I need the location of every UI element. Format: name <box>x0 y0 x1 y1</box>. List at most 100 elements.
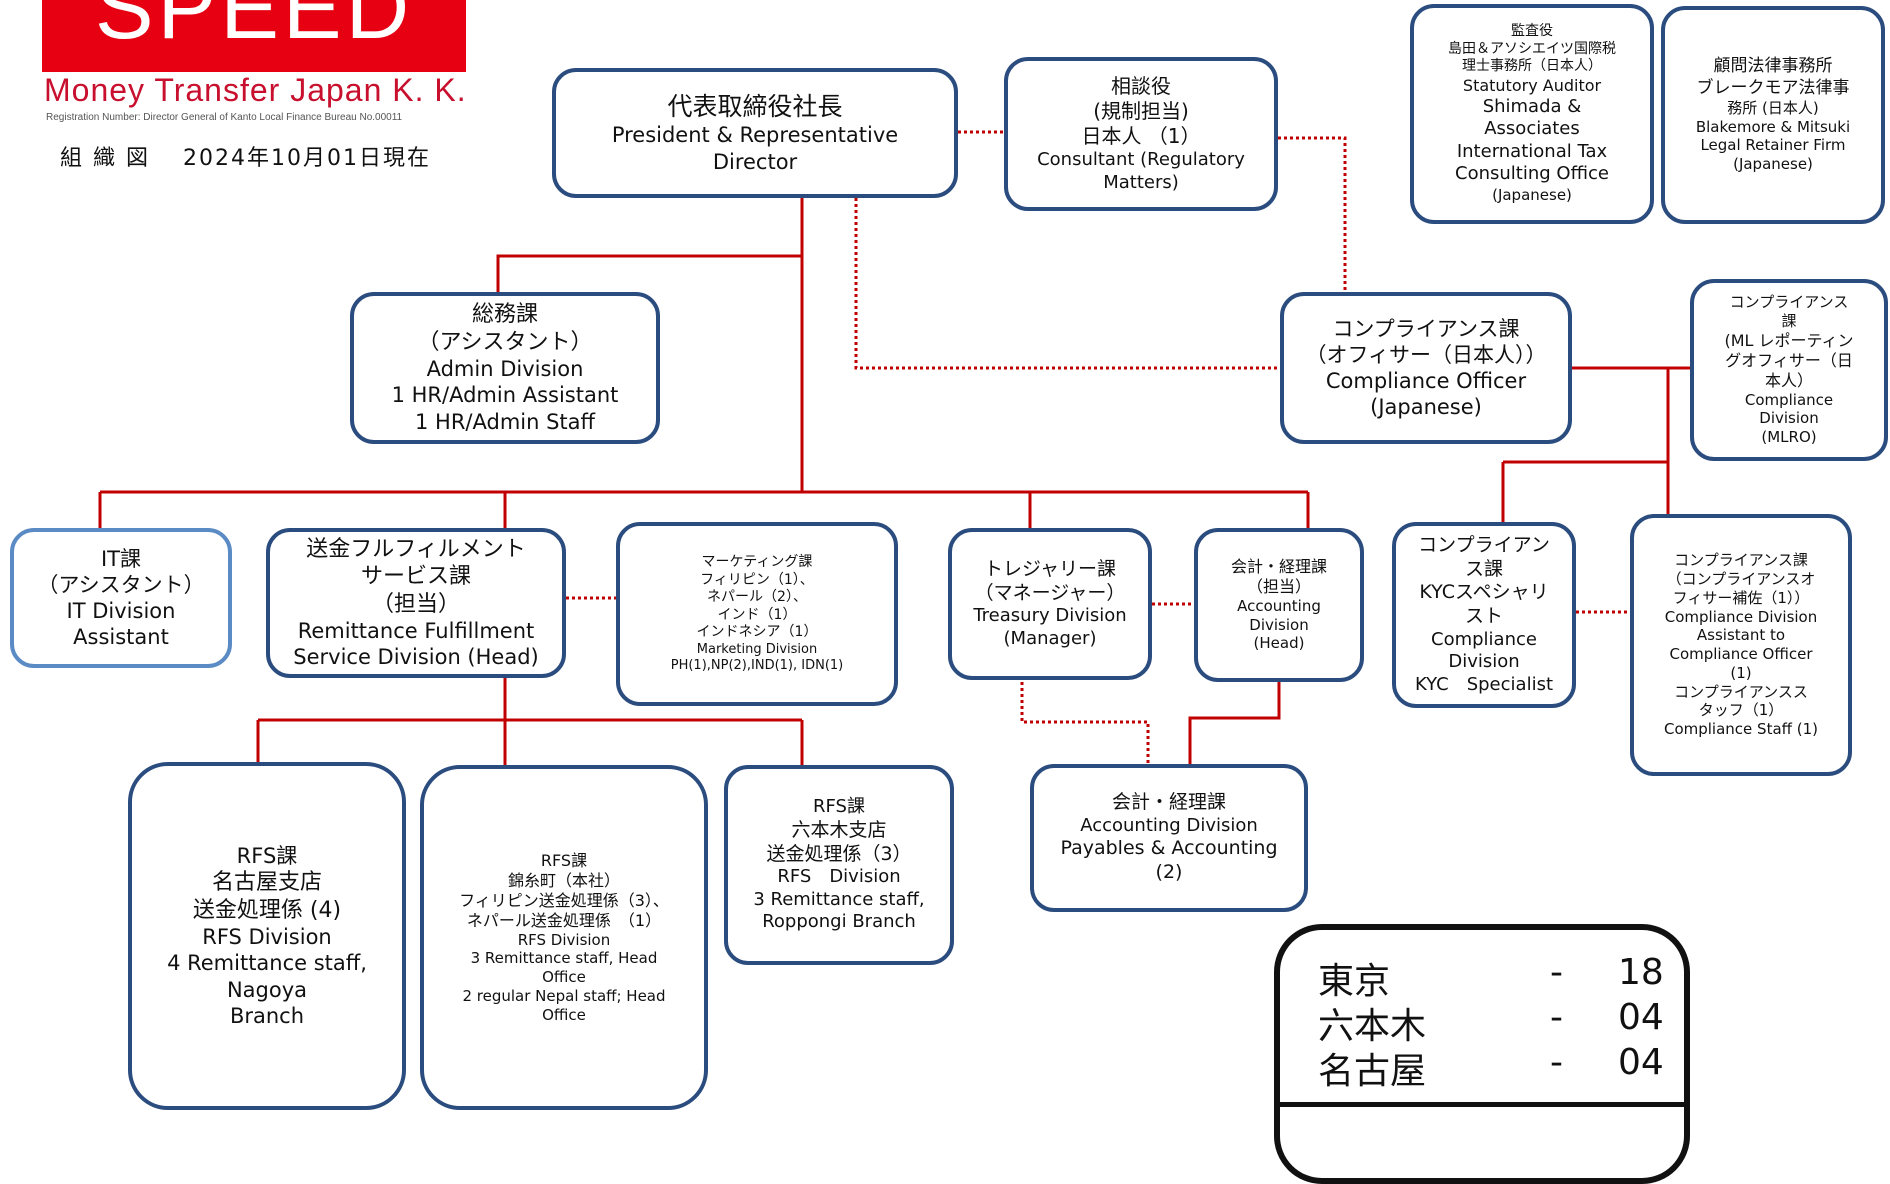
president-title-en-2: Director <box>712 149 798 174</box>
legend-divider <box>1280 1102 1684 1107</box>
president-title-en-1: President & Representative <box>611 123 899 148</box>
rfs-head-office-line-4: ネパール送金処理係 （1） <box>466 910 662 930</box>
rfs-line-3: （担当） <box>371 591 460 617</box>
accounting-head-line-5: (Head) <box>1253 634 1305 653</box>
accounting-payables-box: 会計・経理課 Accounting Division Payables & Ac… <box>1030 764 1308 912</box>
rfs-roppongi-line-2: 六本木支店 <box>791 818 887 841</box>
accounting-head-line-3: Accounting <box>1237 596 1321 615</box>
admin-box: 総務課 （アシスタント） Admin Division 1 HR/Admin A… <box>350 292 660 444</box>
mlro-box: コンプライアンス 課 (ML レポーティン グオフィサー（日 本人） Compl… <box>1690 279 1888 461</box>
dotted-connectors <box>566 130 1630 764</box>
legend-city: 東京 <box>1318 961 1391 1002</box>
legend-dash: - <box>1550 952 1563 993</box>
compliance-officer-line-2: （オフィサー（日本人）） <box>1305 342 1547 367</box>
speed-logo: SPEED <box>42 0 466 72</box>
mlro-line-1: コンプライアンス <box>1729 293 1849 312</box>
marketing-line-2: フィリピン（1）、 <box>700 571 814 588</box>
legal-box: 顧問法律事務所 ブレークモア法律事 務所 (日本人) Blakemore & M… <box>1661 6 1885 224</box>
rfs-nagoya-line-5: 4 Remittance staff, <box>167 951 367 976</box>
treasury-box: トレジャリー課 （マネージャー） Treasury Division (Mana… <box>948 528 1152 680</box>
auditor-box: 監査役 島田＆アソシエイツ国際税 理士事務所（日本人） Statutory Au… <box>1410 4 1654 224</box>
rfs-head-office-line-1: RFS課 <box>540 850 588 870</box>
rfs-head-office-line-6: 3 Remittance staff, Head <box>470 949 658 968</box>
marketing-line-3: ネパール（2）、 <box>707 589 807 605</box>
accounting-head-box: 会計・経理課 （担当） Accounting Division (Head) <box>1194 528 1364 682</box>
kyc-line-3: KYCスペシャリ <box>1419 581 1549 604</box>
auditor-line-8: Consulting Office <box>1455 163 1609 185</box>
compliance-assistant-line-2: （コンプライアンスオ <box>1666 570 1816 588</box>
rfs-nagoya-line-4: RFS Division <box>202 925 332 950</box>
consultant-line-3: 日本人 （1） <box>1081 124 1201 148</box>
auditor-line-6: Associates <box>1484 118 1580 140</box>
legend-count: 04 <box>1618 997 1664 1038</box>
legend-count: 18 <box>1618 952 1664 993</box>
auditor-line-1: 監査役 <box>1511 23 1553 40</box>
accounting-payables-line-2: Accounting Division <box>1080 814 1258 836</box>
admin-line-3: Admin Division <box>426 357 584 382</box>
legal-line-1: 顧問法律事務所 <box>1713 56 1833 77</box>
accounting-to-payables <box>1188 682 1281 764</box>
rfs-roppongi-line-1: RFS課 <box>813 796 865 818</box>
rfs-nagoya-line-2: 名古屋支店 <box>211 870 322 896</box>
rfs-nagoya-line-7: Branch <box>229 1003 305 1028</box>
compliance-assistant-line-7: (1) <box>1730 663 1752 682</box>
it-line-3: IT Division <box>66 599 176 623</box>
it-line-2: （アシスタント） <box>37 572 205 597</box>
company-name: Money Transfer Japan K. K. <box>44 72 467 108</box>
rfs-nagoya-line-1: RFS課 <box>236 843 298 868</box>
legend-dash: - <box>1550 997 1563 1038</box>
rfs-nagoya-box: RFS課 名古屋支店 送金処理係 (4) RFS Division 4 Remi… <box>128 762 406 1110</box>
consultant-line-4: Consultant (Regulatory <box>1037 149 1245 170</box>
mlro-line-8: (MLRO) <box>1761 428 1817 447</box>
legal-line-2: ブレークモア法律事 <box>1696 77 1850 98</box>
accounting-head-line-1: 会計・経理課 <box>1230 556 1327 576</box>
treasury-line-1: トレジャリー課 <box>983 557 1117 580</box>
auditor-line-2: 島田＆アソシエイツ国際税 <box>1448 40 1616 57</box>
rfs-box: 送金フルフィルメント サービス課 （担当） Remittance Fulfill… <box>266 528 566 678</box>
legal-line-5: Legal Retainer Firm <box>1700 136 1846 155</box>
mlro-line-7: Division <box>1759 409 1819 428</box>
rfs-head-office-line-7: Office <box>542 968 586 987</box>
marketing-line-4: インド（1） <box>717 606 797 623</box>
compliance-assistant-line-11: Compliance Staff (1) <box>1663 720 1818 738</box>
rfs-roppongi-line-6: Roppongi Branch <box>762 911 916 933</box>
accounting-payables-line-4: (2) <box>1155 861 1183 884</box>
president-box: 代表取締役社長 President & Representative Direc… <box>552 68 958 198</box>
kyc-line-4: スト <box>1464 605 1503 627</box>
rfs-line-4: Remittance Fulfillment <box>297 619 535 643</box>
compliance-assistant-box: コンプライアンス課 （コンプライアンスオ フィサー補佐（1）） Complian… <box>1630 514 1852 776</box>
auditor-line-3: 理士事務所（日本人） <box>1462 58 1602 75</box>
auditor-line-4: Statutory Auditor <box>1462 75 1602 95</box>
admin-line-2: （アシスタント） <box>417 329 593 355</box>
registration-number: Registration Number: Director General of… <box>46 112 403 123</box>
kyc-line-2: ス課 <box>1464 557 1503 580</box>
treasury-line-2: （マネージャー） <box>974 581 1126 604</box>
rfs-roppongi-line-4: RFS Division <box>777 866 901 888</box>
compliance-assistant-line-3: フィサー補佐（1）） <box>1672 588 1810 607</box>
marketing-box: マーケティング課 フィリピン（1）、 ネパール（2）、 インド（1） インドネシ… <box>616 522 898 706</box>
kyc-line-1: コンプライアン <box>1418 533 1550 556</box>
legend-city: 六本木 <box>1318 1006 1427 1047</box>
rfs-head-office-box: RFS課 錦糸町（本社） フィリピン送金処理係（3）、 ネパール送金処理係 （1… <box>420 765 708 1110</box>
consultant-compliance-dotted <box>1278 136 1347 292</box>
president-title-ja: 代表取締役社長 <box>667 92 843 122</box>
admin-line-5: 1 HR/Admin Staff <box>415 409 595 434</box>
compliance-assistant-line-1: コンプライアンス課 <box>1674 551 1808 570</box>
compliance-officer-line-3: Compliance Officer <box>1325 369 1527 393</box>
legend-row-nagoya: 名古屋 - 04 <box>1318 1042 1664 1092</box>
auditor-line-7: International Tax <box>1456 140 1608 162</box>
auditor-line-5: Shimada & <box>1482 95 1582 117</box>
marketing-line-5: インドネシア（1） <box>696 624 818 640</box>
rfs-roppongi-line-5: 3 Remittance staff, <box>753 888 925 910</box>
rfs-line-1: 送金フルフィルメント <box>306 536 526 562</box>
marketing-line-1: マーケティング課 <box>701 554 813 570</box>
org-chart-title: 組 織 図 2024年10月01日現在 <box>60 146 431 171</box>
accounting-head-line-4: Division <box>1249 615 1309 634</box>
legend-row-roppongi: 六本木 - 04 <box>1318 997 1664 1047</box>
kyc-line-6: Division <box>1448 651 1520 673</box>
org-connectors <box>98 130 1690 765</box>
treasury-line-4: (Manager) <box>1003 627 1097 649</box>
compliance-officer-line-4: (Japanese) <box>1370 395 1482 420</box>
it-line-4: Assistant <box>73 625 169 650</box>
rfs-head-office-line-5: RFS Division <box>517 930 611 949</box>
